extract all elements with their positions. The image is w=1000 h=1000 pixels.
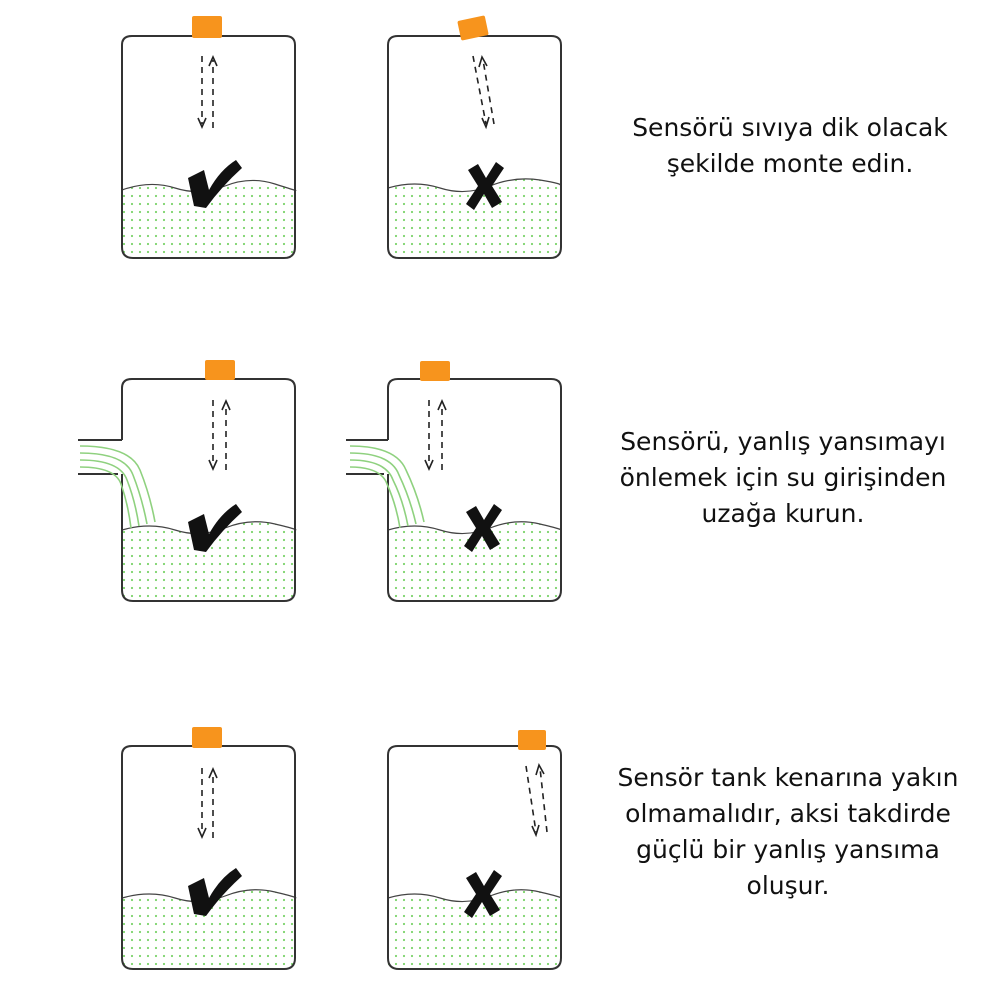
instruction-line: önlemek için su girişinden [619, 463, 947, 492]
liquid-surface [121, 889, 297, 903]
cross-mark-icon [464, 870, 502, 918]
instruction-line: Sensörü sıvıya dik olacak [632, 113, 948, 142]
ultrasonic-sensor-icon [420, 361, 450, 381]
instruction-row2: Sensörü, yanlış yansımayı önlemek için s… [588, 424, 978, 532]
instruction-row1: Sensörü sıvıya dik olacak şekilde monte … [595, 110, 985, 182]
tank-outline [121, 35, 296, 259]
inflow-stream [79, 445, 156, 529]
instruction-line: Sensörü, yanlış yansımayı [620, 427, 946, 456]
liquid [388, 521, 561, 598]
inlet-pipe [346, 439, 388, 475]
instruction-line: şekilde monte edin. [666, 149, 914, 178]
tank-row1-correct [121, 16, 297, 259]
ultrasonic-sensor-icon [192, 727, 222, 748]
liquid [388, 178, 561, 255]
liquid [122, 521, 296, 598]
tank-row2-wrong [346, 361, 562, 602]
liquid [122, 180, 296, 255]
tank-outline [387, 35, 562, 259]
tank-outline [387, 745, 562, 970]
tank-row2-correct [78, 360, 297, 602]
tank-outline [387, 378, 562, 602]
instruction-line: oluşur. [746, 871, 830, 900]
wave-arrow-up [539, 767, 548, 833]
inlet-pipe [78, 439, 122, 475]
tank-row3-correct [121, 727, 297, 970]
ultrasonic-sensor-icon [457, 15, 489, 41]
tank-row3-wrong [387, 730, 562, 970]
liquid [122, 889, 296, 966]
instruction-line: uzağa kurun. [701, 499, 865, 528]
liquid-surface [121, 179, 297, 193]
tank-outline [121, 745, 296, 970]
liquid [388, 889, 561, 966]
ultrasonic-sensor-icon [192, 16, 222, 38]
ultrasonic-sensor-icon [518, 730, 546, 750]
tank-row1-wrong [387, 15, 562, 259]
check-mark-icon [188, 504, 242, 552]
wave-arrow-down [472, 55, 487, 125]
tank-outline [121, 378, 296, 602]
instruction-row3: Sensör tank kenarına yakın olmamalıdır, … [593, 760, 983, 904]
instruction-line: Sensör tank kenarına yakın [617, 763, 959, 792]
ultrasonic-sensor-icon [205, 360, 235, 380]
cross-mark-icon [466, 162, 504, 210]
inflow-stream [349, 445, 425, 529]
cross-mark-icon [464, 504, 502, 552]
wave-arrow-down [525, 765, 537, 833]
instruction-line: güçlü bir yanlış yansıma [636, 835, 940, 864]
check-mark-icon [188, 868, 242, 916]
instruction-line: olmamalıdır, aksi takdirde [625, 799, 951, 828]
check-mark-icon [188, 160, 242, 208]
